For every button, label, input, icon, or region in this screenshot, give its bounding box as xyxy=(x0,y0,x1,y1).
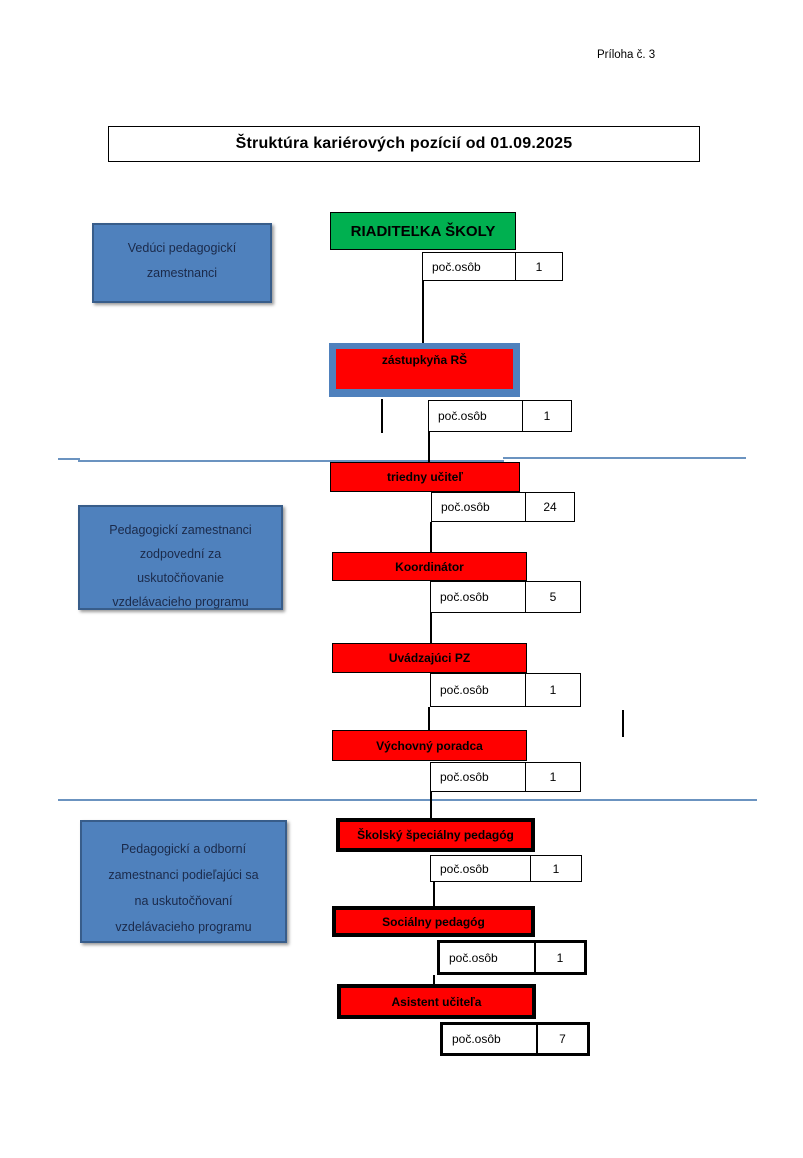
count-label: poč.osôb xyxy=(431,856,531,881)
count-label: poč.osôb xyxy=(423,253,516,280)
position-box-asistent-ucitela: Asistent učiteľa xyxy=(337,984,536,1019)
position-box-triedny-ucitel: triedny učiteľ xyxy=(330,462,520,492)
group-line: zodpovední za xyxy=(139,547,222,561)
group-line: na uskutočňovaní xyxy=(134,894,233,908)
position-box-uvadzajuci-pz: Uvádzajúci PZ xyxy=(332,643,527,673)
connector-line xyxy=(428,432,430,462)
group-line: Pedagogickí zamestnanci xyxy=(109,523,252,537)
position-box-koordinator: Koordinátor xyxy=(332,552,527,581)
group-line: zamestnanci xyxy=(146,266,218,280)
position-box-vychovny-poradca: Výchovný poradca xyxy=(332,730,527,761)
count-label: poč.osôb xyxy=(431,763,526,791)
group-box-odborni: Pedagogickí a odborní zamestnanci podieľ… xyxy=(80,820,287,943)
stray-mark-line xyxy=(622,710,624,737)
count-label: poč.osôb xyxy=(429,401,523,431)
section-divider-line xyxy=(503,457,746,459)
chart-title: Štruktúra kariérových pozícií od 01.09.2… xyxy=(235,135,573,152)
connector-line xyxy=(433,975,435,984)
count-table-skolsky-specialny-pedagog: poč.osôb 1 xyxy=(430,855,582,882)
group-line: zamestnanci podieľajúci sa xyxy=(108,868,259,882)
count-table-socialny-pedagog: poč.osôb 1 xyxy=(437,940,587,975)
position-box-zastupkyna-frame: zástupkyňa RŠ xyxy=(329,343,520,397)
count-value: 5 xyxy=(549,590,557,604)
count-table-vychovny-poradca: poč.osôb 1 xyxy=(430,762,581,792)
count-label: poč.osôb xyxy=(443,1025,538,1053)
count-table-riaditelka: poč.osôb 1 xyxy=(422,252,563,281)
count-label: poč.osôb xyxy=(432,493,526,521)
count-table-zastupkyna: poč.osôb 1 xyxy=(428,400,572,432)
count-value: 1 xyxy=(549,770,557,784)
group-line: Pedagogickí a odborní xyxy=(120,842,247,856)
position-box-skolsky-specialny-pedagog: Školský špeciálny pedagóg xyxy=(336,818,535,852)
count-value: 1 xyxy=(556,950,564,965)
connector-line xyxy=(422,281,424,343)
count-value: 1 xyxy=(552,861,560,876)
count-value: 1 xyxy=(549,683,557,697)
attachment-annotation: Príloha č. 3 xyxy=(597,49,656,61)
position-box-zastupkyna: zástupkyňa RŠ xyxy=(336,349,513,389)
section-divider-line xyxy=(58,799,757,801)
count-value: 1 xyxy=(543,409,551,423)
connector-line xyxy=(433,882,435,906)
position-box-riaditelka: RIADITEĽKA ŠKOLY xyxy=(330,212,516,250)
count-value: 7 xyxy=(559,1032,566,1046)
section-divider-line xyxy=(78,460,504,462)
connector-line xyxy=(430,613,432,643)
count-table-triedny-ucitel: poč.osôb 24 xyxy=(431,492,575,522)
group-box-veduci: Vedúci pedagogickí zamestnanci xyxy=(92,223,272,303)
section-divider-line xyxy=(58,458,80,460)
connector-line xyxy=(430,522,432,552)
count-label: poč.osôb xyxy=(431,674,526,706)
count-value: 24 xyxy=(543,500,557,514)
connector-line xyxy=(430,792,432,818)
group-line: Vedúci pedagogickí xyxy=(127,241,237,255)
group-line: vzdelávacieho programu xyxy=(115,920,252,934)
count-table-koordinator: poč.osôb 5 xyxy=(430,581,581,613)
chart-title-box: Štruktúra kariérových pozícií od 01.09.2… xyxy=(108,126,700,162)
count-table-asistent-ucitela: poč.osôb 7 xyxy=(440,1022,590,1056)
position-box-socialny-pedagog: Sociálny pedagóg xyxy=(332,906,535,937)
count-value: 1 xyxy=(535,259,543,274)
group-line: uskutočňovanie xyxy=(137,571,224,585)
count-label: poč.osôb xyxy=(431,582,526,612)
count-label: poč.osôb xyxy=(440,943,536,972)
connector-line xyxy=(428,707,430,730)
connector-line xyxy=(381,399,383,433)
count-table-uvadzajuci-pz: poč.osôb 1 xyxy=(430,673,581,707)
group-line: vzdelávacieho programu xyxy=(112,595,249,609)
group-box-zodpovedni: Pedagogickí zamestnanci zodpovední za us… xyxy=(78,505,283,610)
